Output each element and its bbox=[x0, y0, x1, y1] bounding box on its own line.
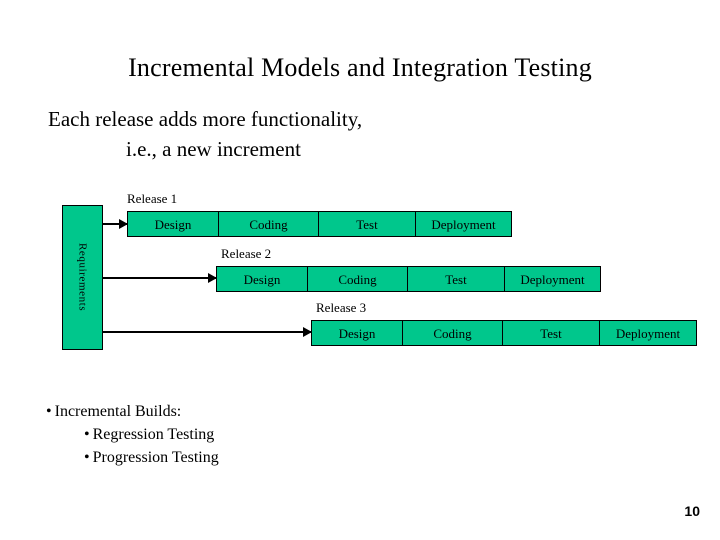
release-3-phase-design[interactable]: Design bbox=[312, 321, 403, 345]
page-title: Incremental Models and Integration Testi… bbox=[128, 53, 592, 82]
subtitle-line-1: Each release adds more functionality, bbox=[48, 107, 363, 131]
bullet-marker-icon: • bbox=[84, 426, 90, 443]
bullet-marker-icon: • bbox=[46, 403, 52, 420]
bullet-item-incremental-builds: •Incremental Builds: bbox=[46, 400, 446, 423]
release-2-phase-test[interactable]: Test bbox=[408, 267, 505, 291]
release-2-phase-design[interactable]: Design bbox=[217, 267, 308, 291]
release-label-2: Release 2 bbox=[221, 246, 272, 261]
release-label-3: Release 3 bbox=[316, 300, 367, 315]
release-bar-2: Design Coding Test Deployment bbox=[216, 266, 601, 292]
subtitle-block: Each release adds more functionality, i.… bbox=[48, 104, 668, 164]
release-1-phase-test[interactable]: Test bbox=[319, 212, 416, 236]
bullet-text-incremental-builds: Incremental Builds: bbox=[54, 403, 182, 420]
subtitle-line-2: i.e., a new increment bbox=[126, 137, 301, 161]
release-bar-3: Design Coding Test Deployment bbox=[311, 320, 697, 346]
release-1-phase-deployment[interactable]: Deployment bbox=[431, 216, 496, 232]
bullet-marker-icon: • bbox=[84, 449, 90, 466]
release-label-1: Release 1 bbox=[127, 191, 178, 206]
connector-arrow-release-3 bbox=[103, 327, 312, 337]
release-3-phase-deployment[interactable]: Deployment bbox=[615, 325, 681, 341]
connector-arrow-release-1 bbox=[103, 219, 128, 229]
release-bar-1: Design Coding Test Deployment bbox=[127, 211, 512, 237]
bullet-list: •Incremental Builds: •Regression Testing… bbox=[46, 400, 446, 469]
bullet-text-progression-testing: Progression Testing bbox=[92, 449, 219, 466]
connector-arrow-release-2 bbox=[103, 273, 217, 283]
release-2-phase-deployment[interactable]: Deployment bbox=[520, 271, 585, 287]
release-1-phase-coding[interactable]: Coding bbox=[219, 212, 319, 236]
page-number: 10 bbox=[684, 503, 700, 519]
requirements-box[interactable]: Requirements bbox=[62, 205, 103, 350]
requirements-label: Requirements bbox=[76, 243, 89, 312]
release-3-phase-coding[interactable]: Coding bbox=[403, 321, 503, 345]
release-1-phase-design[interactable]: Design bbox=[128, 212, 219, 236]
release-2-phase-coding[interactable]: Coding bbox=[308, 267, 408, 291]
release-3-phase-test[interactable]: Test bbox=[503, 321, 600, 345]
bullet-item-regression-testing: •Regression Testing bbox=[46, 423, 446, 446]
bullet-text-regression-testing: Regression Testing bbox=[92, 426, 215, 443]
bullet-item-progression-testing: •Progression Testing bbox=[46, 446, 446, 469]
